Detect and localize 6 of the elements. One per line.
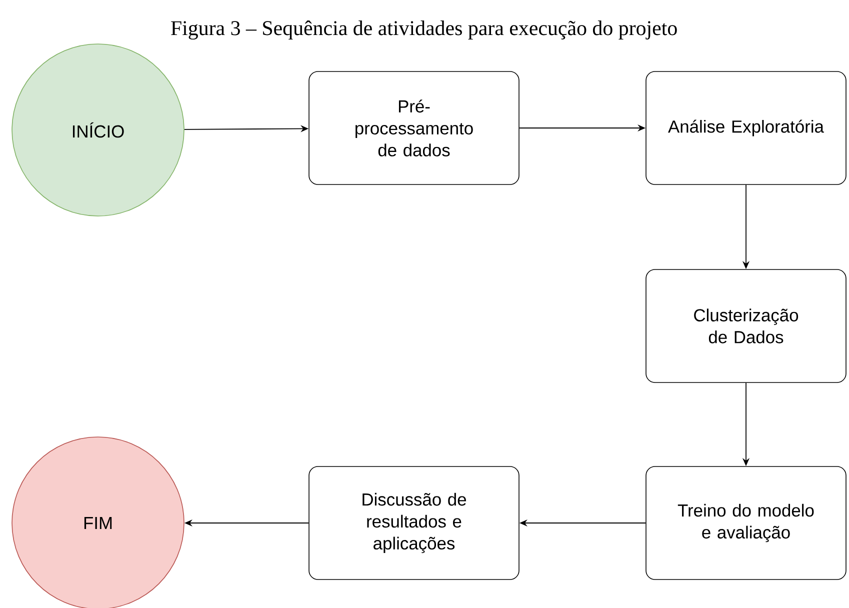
process-box: Treino do modelo e avaliação [646,466,846,580]
process-box: Pré-processamento de dados [308,71,520,185]
figure-title: Figura 3 – Sequência de atividades para execução do projeto [171,20,677,40]
process-box: Discussão de resultados e aplicações [308,466,520,580]
process-box: Clusterização de Dados [646,269,846,383]
process-box: Análise Exploratória [646,71,846,185]
